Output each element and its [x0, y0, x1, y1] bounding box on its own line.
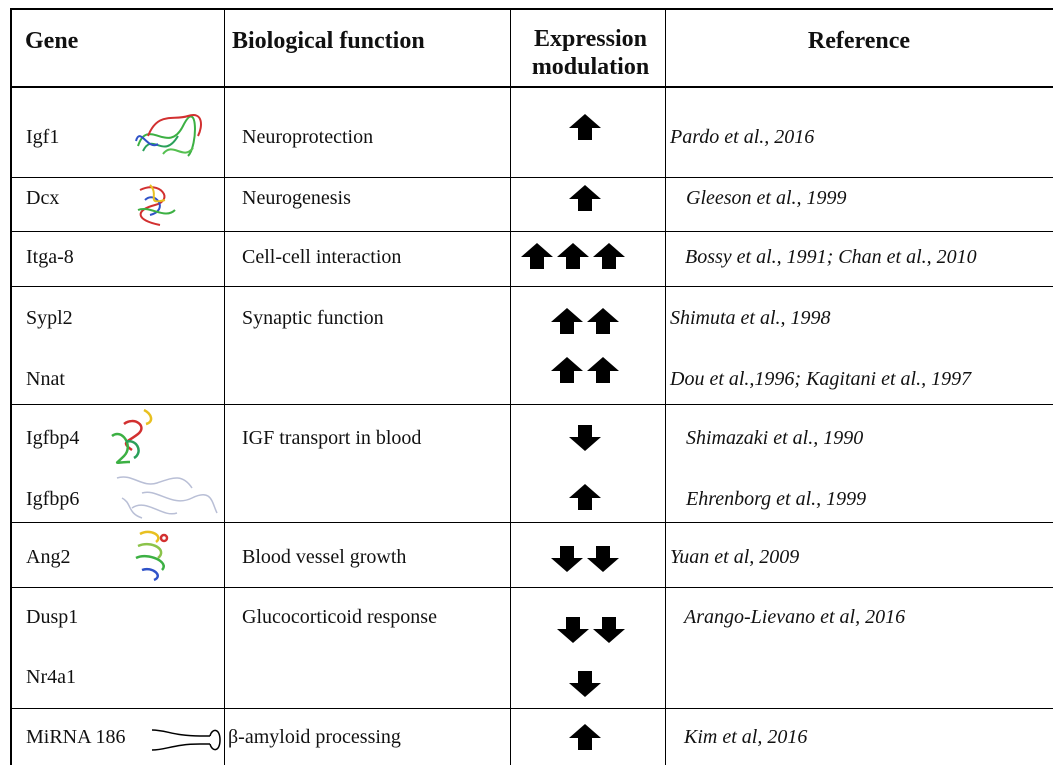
arrow-up-icon [593, 243, 625, 269]
header-expression-line1: Expression [534, 26, 647, 52]
arrow-up-icon [551, 308, 583, 334]
arrow-down-icon [593, 617, 625, 643]
protein-structure-icon [135, 530, 169, 582]
gene-name: Dusp1 [26, 606, 79, 628]
arrow-up-icon [551, 357, 583, 383]
biological-function: Glucocorticoid response [242, 606, 437, 628]
expression-arrows [568, 184, 602, 212]
arrow-down-icon [569, 425, 601, 451]
protein-structure-icon [116, 476, 218, 519]
gene-name: MiRNA 186 [26, 726, 126, 748]
reference: Pardo et al., 2016 [670, 126, 815, 148]
arrow-down-icon [557, 617, 589, 643]
arrow-up-icon [569, 114, 601, 140]
expression-arrows [568, 424, 602, 452]
expression-arrows [568, 113, 602, 141]
protein-structure-icon [111, 408, 153, 464]
biological-function: Cell-cell interaction [242, 246, 402, 268]
protein-structure-icon [135, 114, 202, 157]
reference: Gleeson et al., 1999 [686, 187, 847, 209]
header-gene: Gene [25, 28, 79, 54]
expression-arrows [550, 307, 620, 335]
arrow-up-icon [569, 484, 601, 510]
arrow-down-icon [551, 546, 583, 572]
biological-function: IGF transport in blood [242, 427, 422, 449]
header-expression-modulation: Expression modulation [518, 25, 663, 81]
reference: Shimuta et al., 1998 [670, 307, 831, 329]
row-divider [10, 231, 1053, 232]
header-expression-line2: modulation [531, 54, 650, 80]
gene-name: Nnat [26, 368, 65, 390]
expression-arrows [550, 356, 620, 384]
arrow-down-icon [587, 546, 619, 572]
gene-name: Igfbp4 [26, 427, 80, 449]
arrow-up-icon [569, 724, 601, 750]
row-divider [10, 708, 1053, 709]
arrow-up-icon [521, 243, 553, 269]
expression-arrows [520, 242, 626, 270]
column-divider [224, 8, 225, 765]
arrow-down-icon [569, 671, 601, 697]
arrow-up-icon [587, 357, 619, 383]
row-divider [10, 587, 1053, 588]
column-divider [665, 8, 666, 765]
table-top-border [10, 8, 1053, 10]
gene-name: Itga-8 [26, 246, 74, 268]
hairpin-rna-icon [151, 729, 221, 751]
gene-name: Ang2 [26, 546, 71, 568]
reference: Kim et al, 2016 [684, 726, 808, 748]
gene-name: Igfbp6 [26, 488, 80, 510]
expression-arrows [550, 545, 620, 573]
biological-function: Neurogenesis [242, 187, 351, 209]
expression-arrows [568, 723, 602, 751]
gene-name: Nr4a1 [26, 666, 76, 688]
biological-function: Blood vessel growth [242, 546, 407, 568]
biological-function: β-amyloid processing [228, 726, 401, 748]
row-divider [10, 286, 1053, 287]
row-divider [10, 404, 1053, 405]
reference: Shimazaki et al., 1990 [686, 427, 864, 449]
gene-name: Igf1 [26, 126, 60, 148]
biological-function: Neuroprotection [242, 126, 374, 148]
gene-name: Dcx [26, 187, 60, 209]
row-divider [10, 177, 1053, 178]
arrow-up-icon [569, 185, 601, 211]
reference: Arango-Lievano et al, 2016 [684, 606, 906, 628]
expression-arrows [568, 670, 602, 698]
reference: Ehrenborg et al., 1999 [686, 488, 867, 510]
arrow-up-icon [557, 243, 589, 269]
reference: Dou et al.,1996; Kagitani et al., 1997 [670, 368, 972, 390]
arrow-up-icon [587, 308, 619, 334]
header-reference: Reference [807, 28, 911, 54]
header-bottom-border [10, 86, 1053, 88]
protein-structure-icon [137, 184, 176, 226]
table-left-border [10, 8, 12, 765]
reference: Yuan et al, 2009 [670, 546, 800, 568]
expression-arrows [556, 616, 626, 644]
biological-function: Synaptic function [242, 307, 384, 329]
reference: Bossy et al., 1991; Chan et al., 2010 [685, 246, 977, 268]
row-divider [10, 522, 1053, 523]
gene-name: Sypl2 [26, 307, 73, 329]
expression-arrows [568, 483, 602, 511]
column-divider [510, 8, 511, 765]
header-biological-function: Biological function [232, 28, 425, 54]
